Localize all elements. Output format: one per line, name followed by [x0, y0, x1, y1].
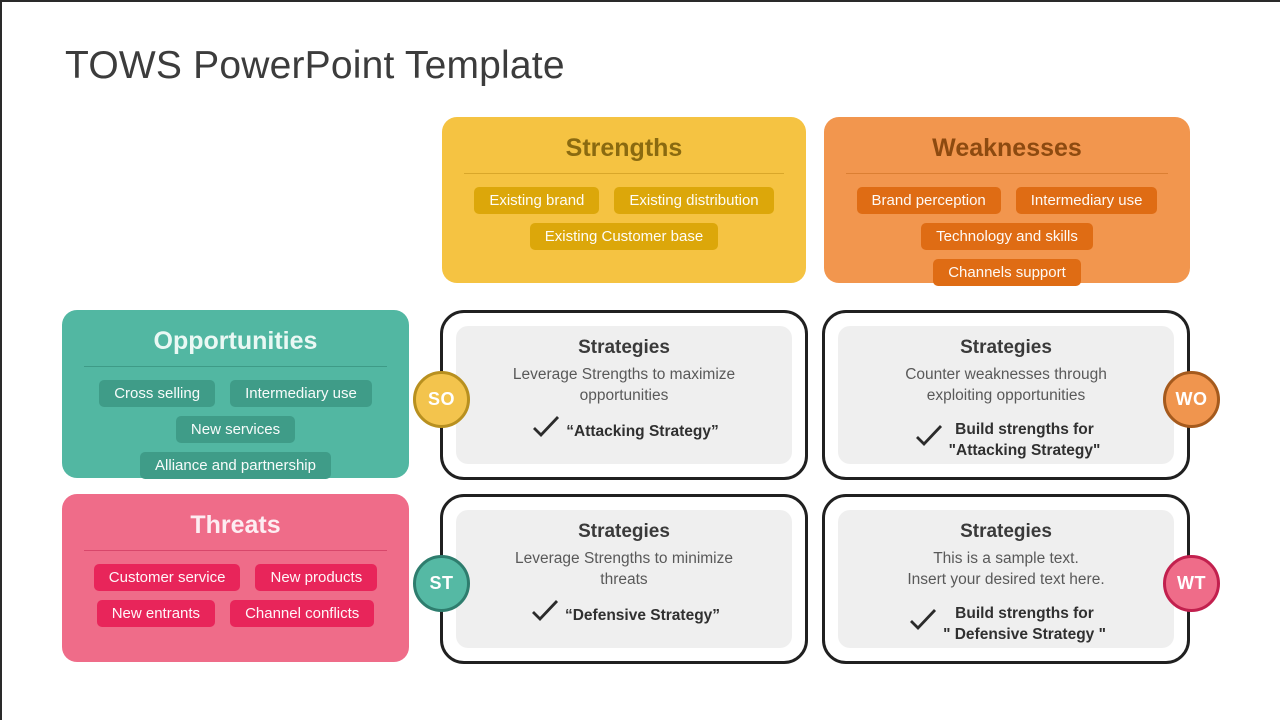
- wt-tag-line: " Defensive Strategy ": [943, 626, 1106, 643]
- wt-desc-line: This is a sample text.: [933, 550, 1079, 567]
- wo-tag-line: Build strengths for: [955, 421, 1094, 438]
- wo-strategy-box: Strategies Counter weaknesses through ex…: [822, 310, 1190, 480]
- opportunities-item: New services: [175, 416, 296, 443]
- strengths-items: Existing brand Existing distribution Exi…: [442, 187, 806, 250]
- weaknesses-item: Intermediary use: [1015, 187, 1158, 214]
- left-edge-line: [0, 0, 2, 720]
- page-title: TOWS PowerPoint Template: [65, 44, 565, 87]
- wt-tag-text: Build strengths for " Defensive Strategy…: [943, 603, 1106, 645]
- threats-item: New products: [255, 564, 378, 591]
- so-desc-line: Leverage Strengths to maximize: [512, 366, 736, 383]
- wo-tag-row: Build strengths for "Attacking Strategy": [838, 419, 1174, 461]
- strengths-title: Strengths: [565, 134, 683, 162]
- top-edge-line: [0, 0, 1280, 2]
- so-tag-row: “Attacking Strategy”: [456, 416, 792, 443]
- wt-tag-line: Build strengths for: [955, 605, 1094, 622]
- check-icon: [912, 425, 942, 452]
- st-tag-row: “Defensive Strategy”: [456, 600, 792, 627]
- st-tag-text: “Defensive Strategy”: [565, 605, 720, 626]
- check-icon: [528, 600, 558, 627]
- weaknesses-title: Weaknesses: [932, 134, 1082, 162]
- weaknesses-items: Brand perception Intermediary use Techno…: [824, 187, 1190, 286]
- st-strategy-title: Strategies: [578, 521, 670, 542]
- opportunities-item: Cross selling: [99, 380, 216, 407]
- check-icon: [529, 416, 560, 443]
- wo-desc-line: Counter weaknesses through: [905, 366, 1107, 383]
- threats-item: New entrants: [96, 600, 216, 627]
- strengths-item: Existing Customer base: [529, 223, 719, 250]
- st-desc-line: threats: [600, 571, 648, 588]
- strengths-item: Existing brand: [474, 187, 600, 214]
- wo-strategy-title: Strategies: [960, 337, 1052, 358]
- opportunities-divider: [84, 366, 387, 367]
- so-tag-line: “Attacking Strategy”: [566, 422, 719, 440]
- so-desc-line: opportunities: [579, 387, 669, 404]
- opportunities-item: Intermediary use: [230, 380, 372, 407]
- check-icon: [906, 609, 937, 636]
- st-strategy-box: Strategies Leverage Strengths to minimiz…: [440, 494, 808, 664]
- threats-items: Customer service New products New entran…: [62, 564, 409, 627]
- so-tag-text: “Attacking Strategy”: [566, 421, 718, 442]
- threats-title: Threats: [190, 511, 281, 539]
- so-strategy-box: Strategies Leverage Strengths to maximiz…: [440, 310, 808, 480]
- so-badge: SO: [413, 371, 470, 428]
- wo-badge: WO: [1163, 371, 1220, 428]
- wt-desc-line: Insert your desired text here.: [907, 571, 1105, 588]
- wt-badge: WT: [1163, 555, 1220, 612]
- wt-tag-row: Build strengths for " Defensive Strategy…: [838, 603, 1174, 645]
- opportunities-items: Cross selling Intermediary use New servi…: [62, 380, 409, 479]
- weaknesses-item: Channels support: [933, 259, 1081, 286]
- strengths-item: Existing distribution: [614, 187, 774, 214]
- st-strategy-description: Leverage Strengths to minimize threats: [456, 548, 792, 590]
- threats-divider: [84, 550, 387, 551]
- wt-strategy-title: Strategies: [960, 521, 1052, 542]
- opportunities-item: Alliance and partnership: [140, 452, 331, 479]
- wo-tag-line: "Attacking Strategy": [948, 442, 1101, 459]
- st-strategy-panel: Strategies Leverage Strengths to minimiz…: [456, 510, 792, 648]
- wo-desc-line: exploiting opportunities: [926, 387, 1086, 404]
- weaknesses-item: Brand perception: [856, 187, 1001, 214]
- wt-strategy-panel: Strategies This is a sample text. Insert…: [838, 510, 1174, 648]
- so-strategy-description: Leverage Strengths to maximize opportuni…: [456, 364, 792, 406]
- weaknesses-item: Technology and skills: [921, 223, 1093, 250]
- strengths-box: Strengths Existing brand Existing distri…: [442, 117, 806, 283]
- weaknesses-box: Weaknesses Brand perception Intermediary…: [824, 117, 1190, 286]
- opportunities-title: Opportunities: [153, 327, 318, 355]
- st-tag-line: “Defensive Strategy”: [564, 606, 721, 624]
- so-strategy-panel: Strategies Leverage Strengths to maximiz…: [456, 326, 792, 464]
- wo-tag-text: Build strengths for "Attacking Strategy": [949, 419, 1101, 461]
- wo-strategy-description: Counter weaknesses through exploiting op…: [838, 364, 1174, 406]
- wt-strategy-box: Strategies This is a sample text. Insert…: [822, 494, 1190, 664]
- threats-box: Threats Customer service New products Ne…: [62, 494, 409, 662]
- strengths-divider: [464, 173, 784, 174]
- wt-strategy-description: This is a sample text. Insert your desir…: [838, 548, 1174, 590]
- st-desc-line: Leverage Strengths to minimize: [515, 550, 733, 567]
- so-strategy-title: Strategies: [578, 337, 670, 358]
- wo-strategy-panel: Strategies Counter weaknesses through ex…: [838, 326, 1174, 464]
- weaknesses-divider: [846, 173, 1168, 174]
- threats-item: Channel conflicts: [230, 600, 375, 627]
- opportunities-box: Opportunities Cross selling Intermediary…: [62, 310, 409, 479]
- threats-item: Customer service: [93, 564, 241, 591]
- st-badge: ST: [413, 555, 470, 612]
